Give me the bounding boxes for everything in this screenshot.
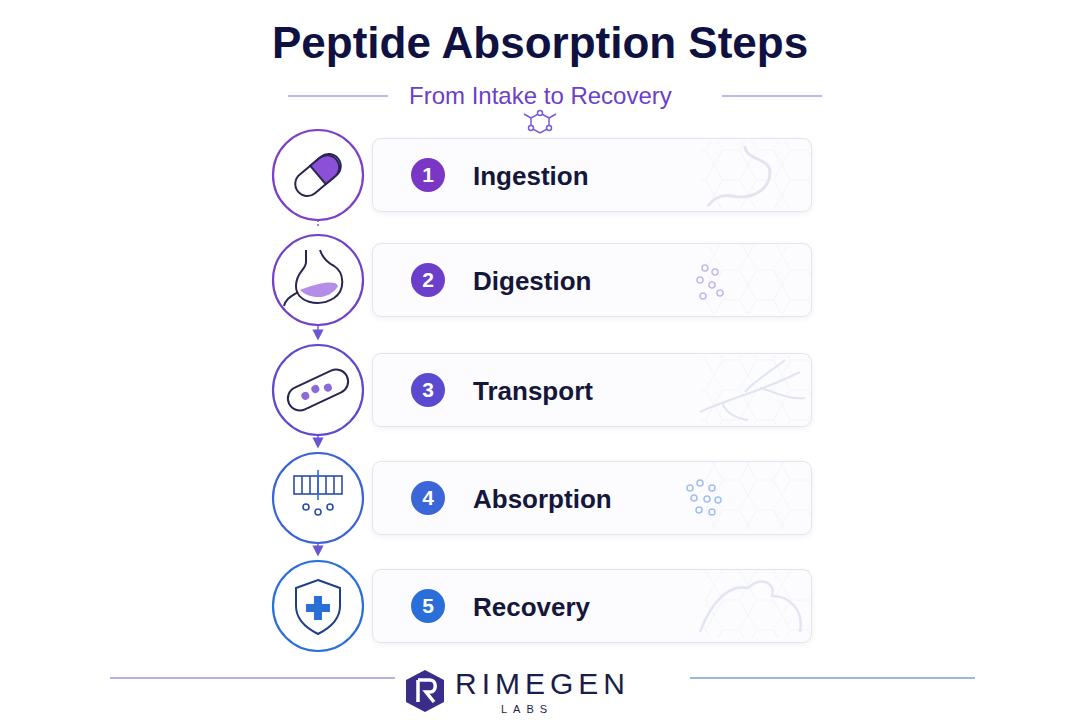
step-label: Recovery — [473, 592, 590, 623]
subtitle: From Intake to Recovery — [409, 82, 672, 110]
step-box: Digestion 2 — [372, 243, 812, 317]
step-badge: 3 — [411, 373, 445, 407]
step-label: Absorption — [473, 484, 612, 515]
step-badge: 5 — [411, 589, 445, 623]
step-badge: 2 — [411, 263, 445, 297]
step-box: Absorption 4 — [372, 461, 812, 535]
step-box: Ingestion 1 — [372, 138, 812, 212]
step-label: Digestion — [473, 266, 591, 297]
step-number: 4 — [422, 486, 434, 510]
step-number: 2 — [422, 268, 434, 292]
step-label: Ingestion — [473, 161, 589, 192]
step-badge: 1 — [411, 158, 445, 192]
step-number: 3 — [422, 378, 434, 402]
step-box: Recovery 5 — [372, 569, 812, 643]
step-number: 5 — [422, 594, 434, 618]
step-badge: 4 — [411, 481, 445, 515]
step-box: Transport 3 — [372, 353, 812, 427]
step-label: Transport — [473, 376, 593, 407]
brand-name: RIMEGEN — [455, 667, 630, 701]
title: Peptide Absorption Steps — [272, 18, 808, 68]
step-number: 1 — [422, 163, 434, 187]
brand-sub: LABS — [501, 703, 553, 715]
